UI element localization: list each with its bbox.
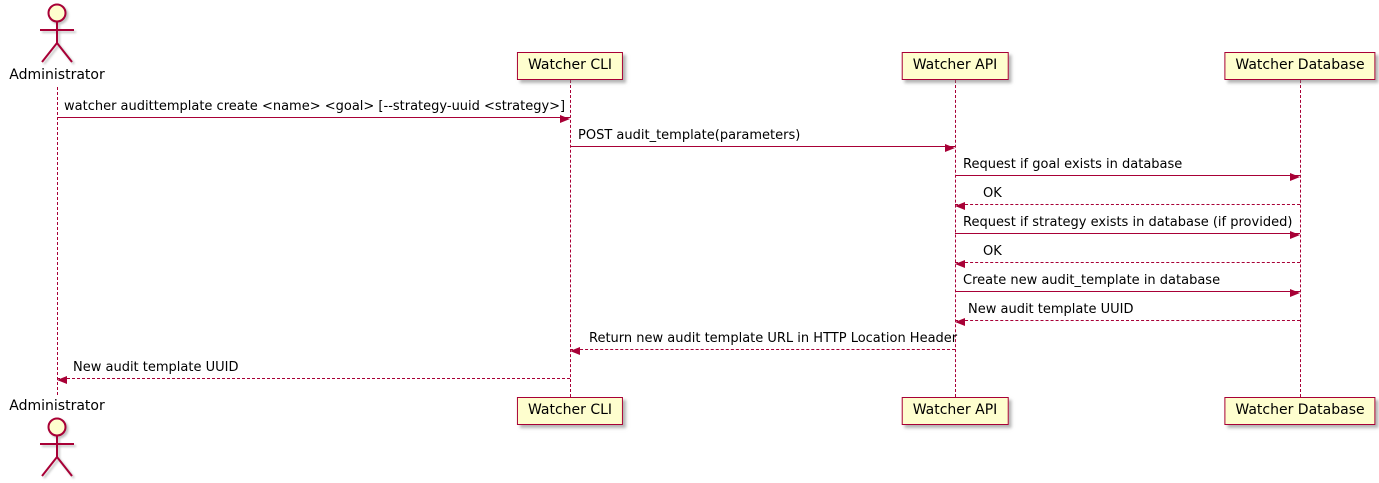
lifeline-watcher-cli: [570, 80, 571, 397]
arrowhead-right-icon: [1290, 172, 1300, 181]
message-arrow: [955, 233, 1300, 234]
lifeline-watcher-api: [955, 80, 956, 397]
message-2: POST audit_template(parameters): [570, 128, 955, 152]
arrowhead-right-icon: [945, 143, 955, 152]
arrowhead-right-icon: [1290, 288, 1300, 297]
message-3: Request if goal exists in database: [955, 157, 1300, 181]
arrowhead-left-icon: [955, 259, 965, 268]
message-9: Return new audit template URL in HTTP Lo…: [570, 331, 958, 355]
arrowhead-right-icon: [560, 114, 570, 123]
message-return-arrow: [955, 320, 1300, 321]
message-return-arrow: [570, 349, 955, 350]
message-label: OK: [983, 244, 1002, 259]
message-4: OK: [955, 186, 1300, 210]
message-label: Create new audit_template in database: [963, 273, 1221, 288]
message-arrow: [955, 291, 1300, 292]
message-10: New audit template UUID: [57, 360, 570, 384]
message-6: OK: [955, 244, 1300, 268]
message-arrow: [570, 146, 955, 147]
message-label: New audit template UUID: [968, 302, 1134, 317]
arrowhead-left-icon: [570, 346, 580, 355]
message-5: Request if strategy exists in database (…: [955, 215, 1300, 239]
message-arrow: [57, 117, 570, 118]
actor-label-bottom: Administrator: [9, 398, 105, 414]
message-7: Create new audit_template in database: [955, 273, 1300, 297]
actor-icon-bottom: [40, 417, 74, 477]
message-1: watcher audittemplate create <name> <goa…: [57, 99, 570, 123]
arrowhead-right-icon: [1290, 230, 1300, 239]
participant-bottom-watcher-cli: Watcher CLI: [516, 397, 624, 425]
message-label: OK: [983, 186, 1002, 201]
message-label: Request if goal exists in database: [963, 157, 1183, 172]
message-8: New audit template UUID: [955, 302, 1300, 326]
lifeline-watcher-database: [1300, 80, 1301, 397]
message-label: Return new audit template URL in HTTP Lo…: [589, 331, 958, 346]
actor-icon-top: [40, 3, 74, 63]
message-return-arrow: [57, 378, 570, 379]
participant-top-watcher-database: Watcher Database: [1224, 52, 1376, 80]
participant-top-watcher-api: Watcher API: [901, 52, 1009, 80]
message-return-arrow: [955, 204, 1300, 205]
actor-label-top: Administrator: [9, 67, 105, 83]
participant-top-watcher-cli: Watcher CLI: [516, 52, 624, 80]
message-label: POST audit_template(parameters): [578, 128, 801, 143]
participant-bottom-watcher-database: Watcher Database: [1224, 397, 1376, 425]
arrowhead-left-icon: [955, 201, 965, 210]
arrowhead-left-icon: [955, 317, 965, 326]
message-label: watcher audittemplate create <name> <goa…: [64, 99, 566, 114]
message-arrow: [955, 175, 1300, 176]
message-label: New audit template UUID: [73, 360, 239, 375]
message-return-arrow: [955, 262, 1300, 263]
message-label: Request if strategy exists in database (…: [963, 215, 1293, 230]
participant-bottom-watcher-api: Watcher API: [901, 397, 1009, 425]
arrowhead-left-icon: [57, 375, 67, 384]
lifeline-administrator: [57, 87, 58, 395]
